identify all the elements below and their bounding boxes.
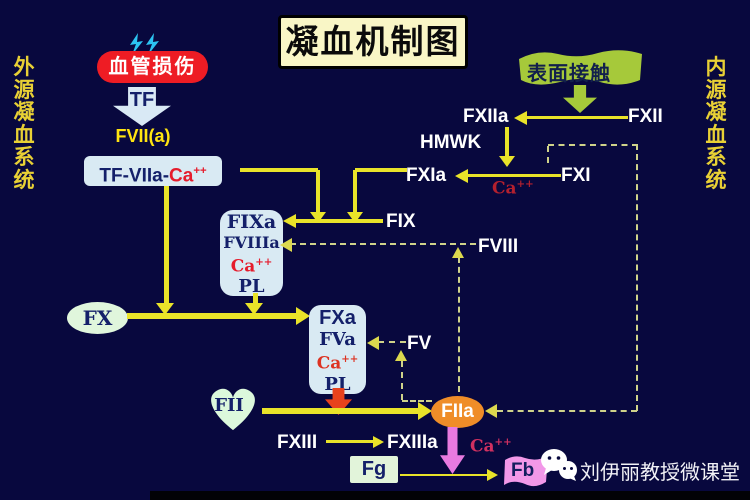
dashed-loop-bottom-horizontal <box>497 410 637 412</box>
ca-label-prothrombinase: Ca++ <box>316 353 359 374</box>
fii-heart-node <box>204 384 262 437</box>
fiia-node: FIIa <box>431 396 484 428</box>
fva-label: FVa <box>319 329 356 350</box>
fxiiia-label: FXIIIa <box>387 432 438 453</box>
arrowhead-fxia-to-fix <box>347 212 363 223</box>
page-title: 凝血机制图 <box>285 23 461 60</box>
tf-viia-label: TF-VIIa- <box>99 165 170 187</box>
dashed-fiia-to-fv <box>401 361 403 400</box>
tf-viia-ca-complex: TF-VIIa-Ca++ <box>84 156 222 186</box>
fb-label: Fb <box>511 460 535 481</box>
arrowhead-fiia-to-fv <box>395 350 407 361</box>
vessel-injury-label: 血管损伤 <box>108 56 197 78</box>
fxiii-label: FXIII <box>277 432 318 453</box>
fv-label: FV <box>407 333 432 354</box>
line-fxi-to-fxia <box>467 174 561 177</box>
arrowhead-fxii-to-fxiia <box>514 111 527 125</box>
arrowhead-fiia-to-fviii <box>452 247 464 258</box>
line-fxii-to-fxiia <box>527 116 628 119</box>
dashed-loop-stub-to-fxi <box>547 146 549 163</box>
fviiia-label: FVIIIa <box>223 233 280 252</box>
line-tenase-down <box>253 293 258 304</box>
fviii-label: FVIII <box>478 236 519 257</box>
arrowhead-fg-to-fb <box>487 469 498 481</box>
surface-contact-label: 表面接触 <box>527 63 611 85</box>
tf-viia-ca-sup: ++ <box>193 165 207 177</box>
line-fxiia-to-fxia <box>505 127 509 157</box>
line-fx-to-fxa <box>127 313 297 319</box>
tf-label: TF <box>129 89 155 111</box>
hmwk-label: HMWK <box>420 132 482 153</box>
fixa-label: FIXa <box>226 211 277 233</box>
fxia-label: FXIa <box>406 165 447 186</box>
dashed-fv-to-prothrombinase <box>378 341 406 343</box>
intrinsic-system-label: 内源凝血系统 <box>705 54 727 192</box>
ca-label-fiia: Ca++ <box>470 436 512 457</box>
arrowhead-fii-to-fiia <box>418 402 432 420</box>
arrowhead-fviii-to-tenase <box>280 238 292 252</box>
fix-label: FIX <box>386 211 416 232</box>
fxi-label: FXI <box>561 165 591 186</box>
line-fxiii-to-fxiiia <box>326 440 374 443</box>
line-tfviia-right <box>240 168 318 172</box>
tf-viia-ca-label: Ca <box>169 165 194 187</box>
arrowhead-loop-to-fiia <box>485 404 497 418</box>
ca-label-fxia: Ca++ <box>492 178 534 199</box>
fg-node: Fg <box>350 456 398 483</box>
pl-label-tenase: PL <box>238 275 265 297</box>
line-fxia-left <box>355 168 407 172</box>
fx-label: FX <box>82 306 113 330</box>
line-main-tfviia-down <box>164 186 169 304</box>
arrowhead-tfviia-to-fxline <box>156 303 174 315</box>
surface-contact-banner <box>516 47 644 94</box>
fx-node: FX <box>67 302 128 334</box>
arrowhead-fv-to-prothrombinase <box>367 336 379 350</box>
arrowhead-tenase-to-fxline <box>245 303 263 315</box>
tenase-complex-box: FIXa FVIIIa Ca++ PL <box>220 210 283 296</box>
line-fix-to-fixa <box>296 219 383 223</box>
ca-label-tenase: Ca++ <box>230 256 273 277</box>
arrowhead-tfviia-to-fix <box>310 212 326 223</box>
fvii-label: FVII(a) <box>115 126 171 146</box>
title-box: 凝血机制图 <box>278 15 468 69</box>
line-fxia-down-to-fix <box>353 170 357 213</box>
fxiia-label: FXIIa <box>463 106 509 127</box>
fb-node <box>501 452 551 495</box>
fiia-label: FIIa <box>441 401 474 422</box>
watermark-text: 刘伊丽教授微课堂 <box>580 462 740 484</box>
dashed-fiia-to-fviii <box>458 257 460 392</box>
arrowhead-fxi-to-fxia <box>455 169 468 183</box>
dashed-fiia-left-stub <box>402 400 432 402</box>
line-tfviia-down-to-fix <box>316 170 320 213</box>
lightning-icon <box>128 33 170 62</box>
vessel-injury-node: 血管损伤 <box>97 51 208 83</box>
arrowhead-fxiia-to-fxia <box>499 156 515 167</box>
bottom-black-band <box>150 491 750 500</box>
wechat-icon <box>540 447 578 488</box>
prothrombinase-complex-box: FXa FVa Ca++ PL <box>309 305 366 395</box>
arrowhead-fx-to-fxa <box>296 307 310 325</box>
extrinsic-system-label: 外源凝血系统 <box>13 54 35 192</box>
fg-label: Fg <box>361 458 387 480</box>
dashed-loop-top-horizontal <box>548 144 638 146</box>
fii-label: FII <box>214 395 244 416</box>
arrowhead-fix-to-fixa <box>283 214 296 228</box>
arrowhead-fxiii-to-fxiiia <box>373 436 384 448</box>
line-fg-to-fb <box>400 474 488 476</box>
dashed-fviii-to-tenase <box>290 243 476 245</box>
thrombin-action-arrow <box>440 427 465 474</box>
fxii-label: FXII <box>628 106 663 127</box>
dashed-loop-right-vertical <box>636 144 638 411</box>
line-fii-to-fiia <box>262 408 420 414</box>
fxa-label: FXa <box>319 307 356 329</box>
